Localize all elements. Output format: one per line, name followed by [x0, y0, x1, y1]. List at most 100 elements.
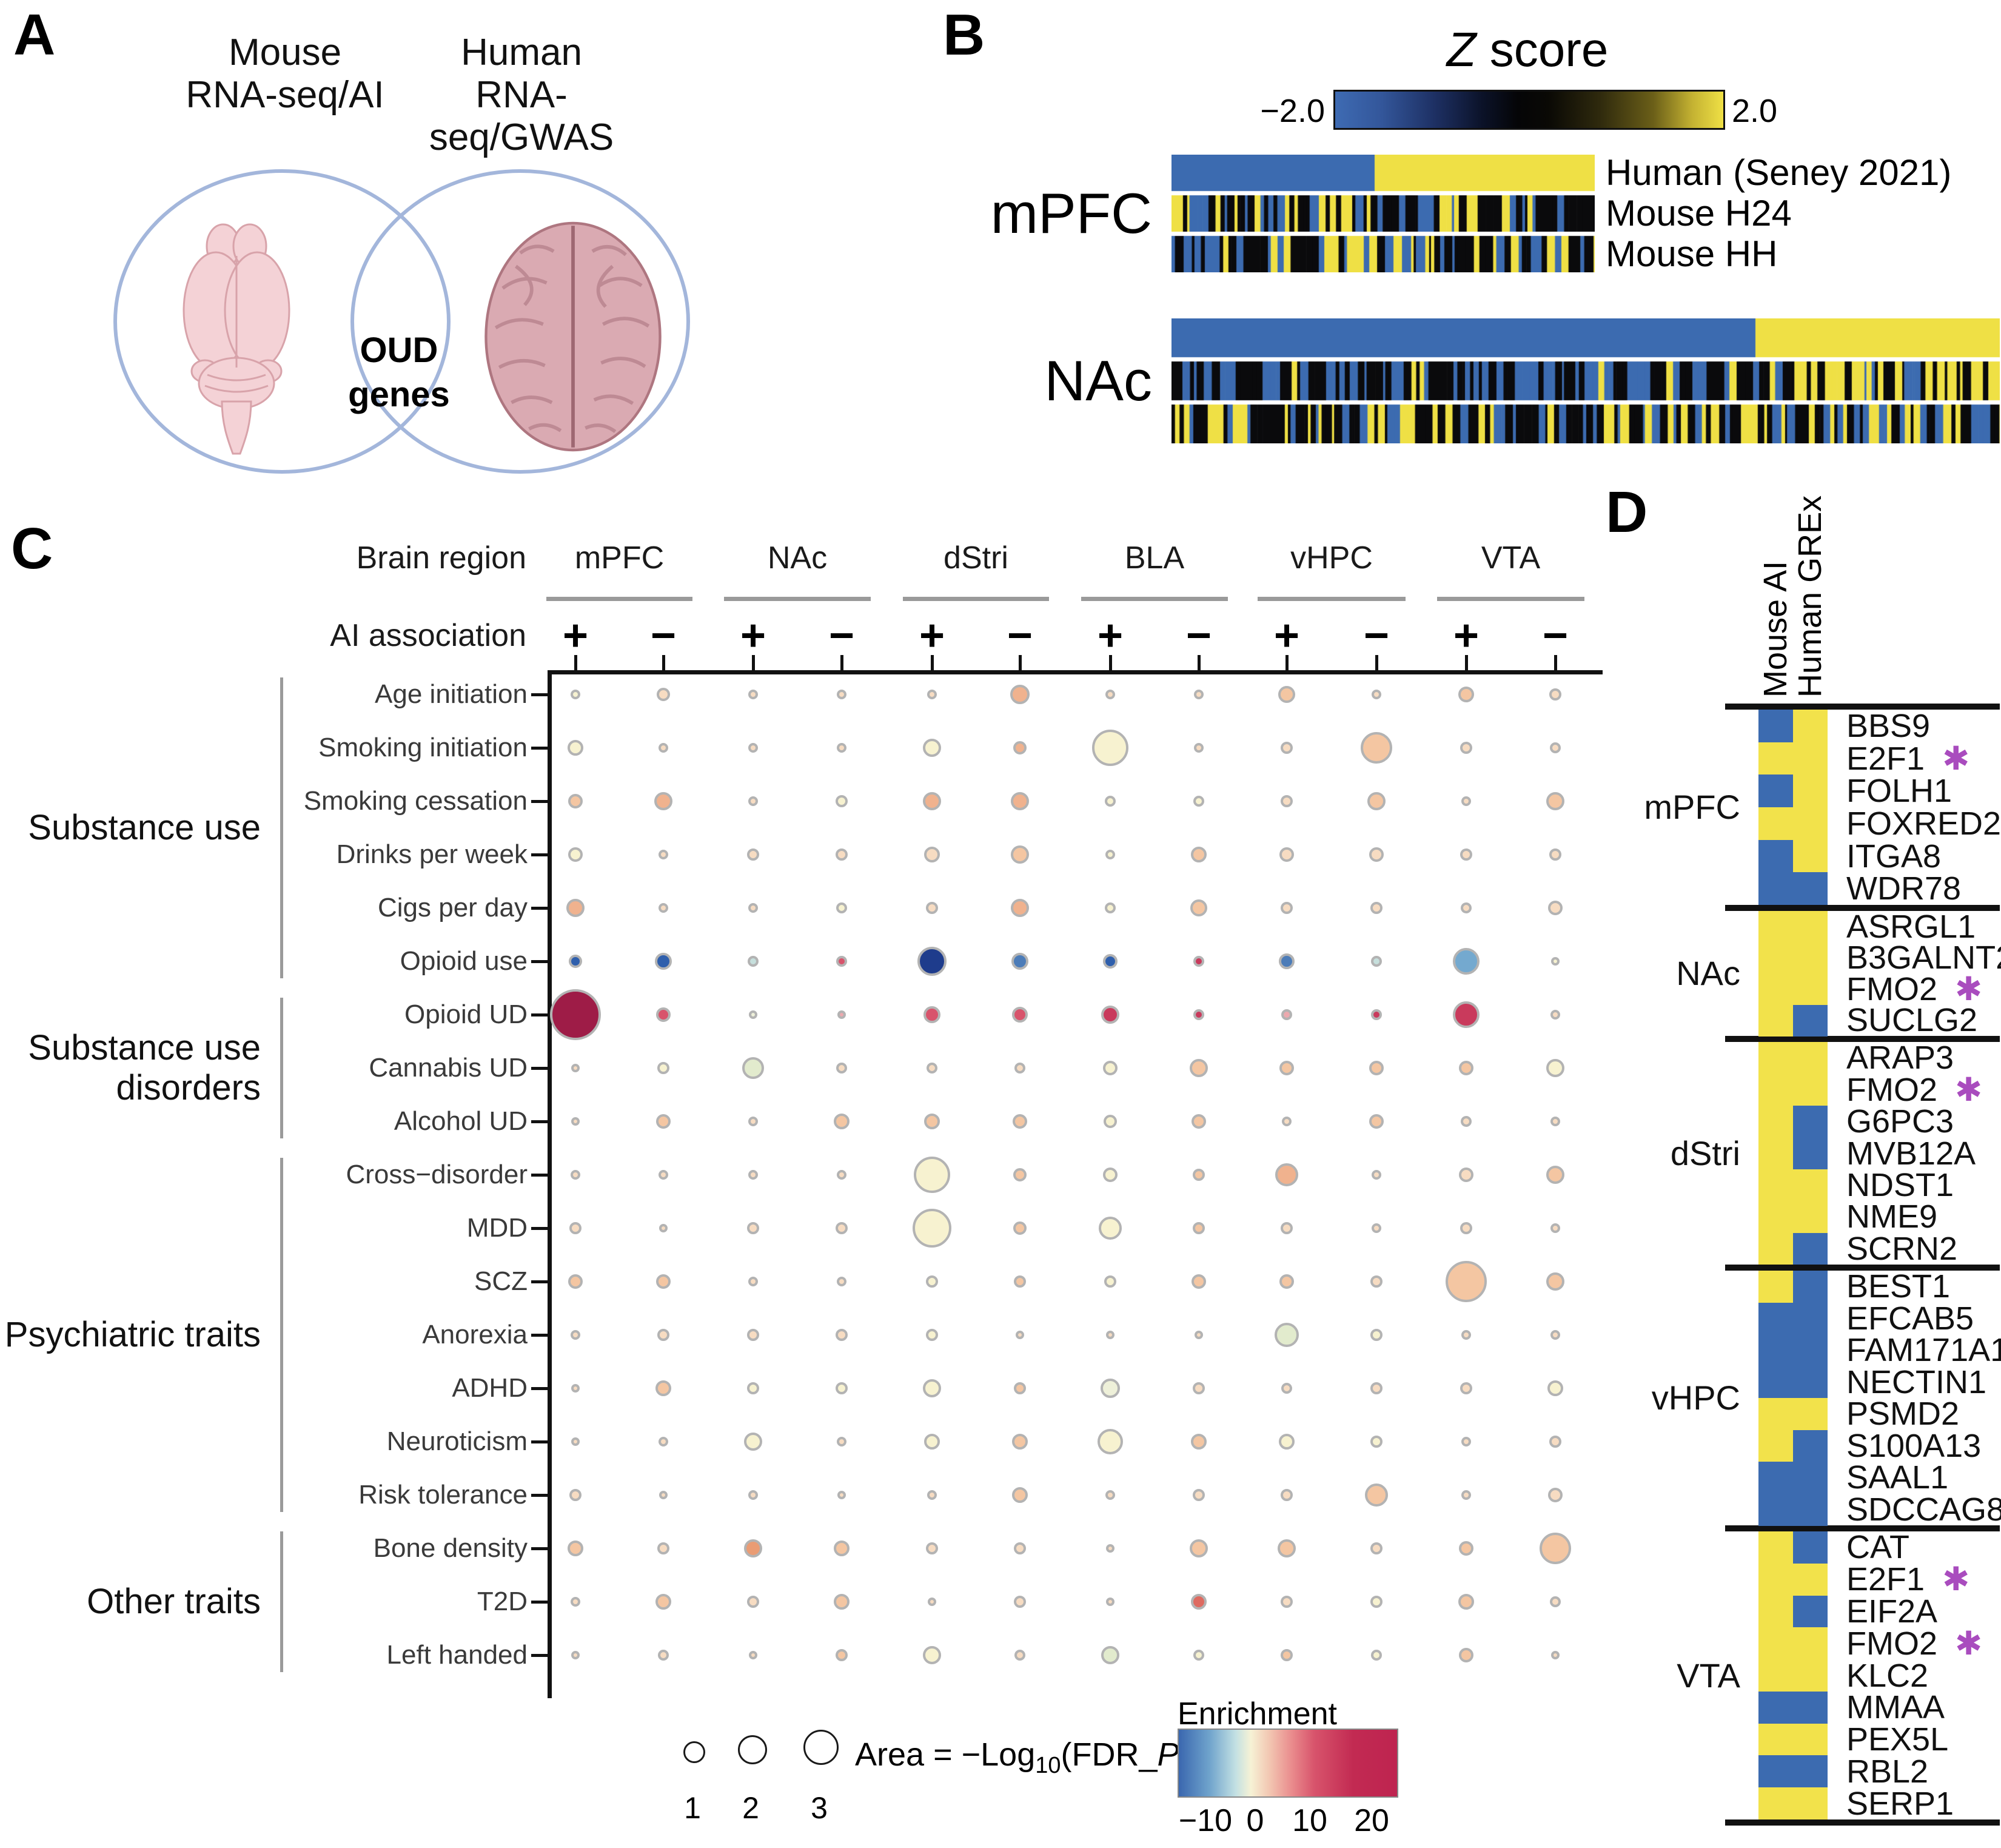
- dot-r17-c11: [1550, 1596, 1561, 1607]
- dot-r13-c11: [1547, 1380, 1563, 1396]
- dot-r2-c6: [1105, 796, 1116, 807]
- dot-r6-c4: [923, 1006, 940, 1023]
- row-label-2: Smoking cessation: [303, 786, 528, 816]
- dot-r11-c8: [1279, 1274, 1294, 1289]
- dot-r12-c6: [1106, 1331, 1114, 1339]
- size-legend-circle-2: [738, 1735, 767, 1764]
- dot-r14-c6: [1098, 1429, 1123, 1454]
- mouse-set-label-line2: RNA-seq/AI: [186, 74, 384, 116]
- cell-humangrex-mPFC-E2F1: [1793, 742, 1828, 775]
- dot-r5-c7: [1193, 956, 1204, 967]
- region-header-NAc: NAc: [767, 540, 828, 576]
- row-label-0: Age initiation: [375, 679, 528, 709]
- dot-r0-c2: [748, 690, 758, 699]
- dot-r9-c1: [659, 1170, 668, 1180]
- cell-humangrex-NAc-SUCLG2: [1793, 1004, 1828, 1037]
- dot-r16-c4: [926, 1542, 938, 1554]
- ai-plus-BLA: +: [1097, 611, 1124, 660]
- dot-r6-c6: [1101, 1006, 1119, 1024]
- region-header-BLA: BLA: [1124, 540, 1185, 576]
- dot-r17-c10: [1458, 1594, 1474, 1610]
- ai-plus-dStri: +: [919, 611, 945, 660]
- dot-r18-c0: [571, 1651, 580, 1659]
- dot-r0-c5: [1010, 685, 1030, 704]
- gene-label-dStri-MVB12A: MVB12A: [1846, 1135, 1976, 1172]
- dot-r14-c9: [1370, 1436, 1383, 1448]
- cell-mouseai-VTA-E2F1: [1758, 1563, 1793, 1596]
- cell-mouseai-mPFC-FOXRED2: [1758, 807, 1793, 841]
- cell-mouseai-NAc-SUCLG2: [1758, 1004, 1793, 1037]
- dot-r11-c3: [837, 1277, 846, 1286]
- cell-humangrex-mPFC-ITGA8: [1793, 839, 1828, 873]
- area-p: P: [1157, 1736, 1179, 1773]
- gene-label-NAc-B3GALNT2: B3GALNT2: [1846, 939, 2001, 976]
- gene-label-VTA-MMAA: MMAA: [1846, 1689, 1945, 1726]
- group-label-2-0: Psychiatric traits: [4, 1315, 261, 1354]
- dot-r14-c10: [1461, 1437, 1471, 1446]
- dot-r12-c10: [1461, 1330, 1471, 1340]
- dot-r5-c0: [569, 955, 582, 968]
- row-label-14: Neuroticism: [386, 1426, 528, 1456]
- y-axis-tick-1: [531, 747, 548, 750]
- cell-mouseai-VTA-FMO2: [1758, 1627, 1793, 1660]
- human-brain-illustration: [484, 221, 662, 452]
- cell-mouseai-VTA-RBL2: [1758, 1755, 1793, 1788]
- dot-r13-c5: [1014, 1382, 1026, 1394]
- row-label-6: Opioid UD: [404, 1000, 528, 1029]
- dot-r0-c9: [1372, 690, 1381, 699]
- dot-r9-c3: [837, 1170, 846, 1180]
- dot-r1-c11: [1550, 742, 1561, 753]
- dot-r7-c4: [927, 1063, 937, 1074]
- cell-humangrex-dStri-MVB12A: [1793, 1137, 1828, 1170]
- dot-r18-c11: [1551, 1651, 1560, 1659]
- table-separator-2: [1725, 1036, 2000, 1042]
- dot-r14-c1: [659, 1437, 668, 1446]
- cell-humangrex-VTA-EIF2A: [1793, 1595, 1828, 1628]
- dot-r6-c7: [1193, 1009, 1204, 1020]
- region-label-mpfc: mPFC: [990, 181, 1152, 245]
- dot-r12-c1: [657, 1329, 669, 1341]
- column-header-mouse-ai: Mouse AI: [1757, 560, 1794, 697]
- dot-r17-c0: [571, 1597, 580, 1607]
- cell-humangrex-vHPC-FAM171A1: [1793, 1334, 1828, 1366]
- gene-label-mPFC-WDR78: WDR78: [1846, 870, 1962, 907]
- dot-r10-c3: [836, 1222, 848, 1234]
- area-mid: (FDR_: [1061, 1736, 1158, 1773]
- dot-r2-c3: [836, 795, 848, 807]
- dot-r8-c0: [571, 1117, 580, 1126]
- dot-r14-c5: [1012, 1434, 1028, 1450]
- cell-mouseai-VTA-CAT: [1758, 1531, 1793, 1564]
- dot-r4-c2: [748, 903, 758, 913]
- dot-r2-c7: [1193, 796, 1204, 807]
- dot-r6-c9: [1371, 1009, 1382, 1020]
- group-label-1-1: disorders: [116, 1068, 261, 1107]
- dot-r2-c1: [654, 792, 672, 810]
- dot-r10-c2: [747, 1222, 759, 1234]
- dot-r15-c1: [659, 1491, 668, 1499]
- gene-label-VTA-SERP1: SERP1: [1846, 1785, 1954, 1822]
- x-axis-tick-4: [931, 655, 934, 670]
- cell-humangrex-mPFC-WDR78: [1793, 872, 1828, 906]
- group-bracket-1: [280, 998, 283, 1138]
- dot-r16-c6: [1106, 1544, 1114, 1553]
- dot-r6-c0: [550, 989, 601, 1040]
- dot-r15-c11: [1548, 1488, 1563, 1502]
- dot-r14-c7: [1191, 1434, 1207, 1450]
- dot-r9-c4: [914, 1157, 950, 1193]
- dot-r4-c6: [1105, 902, 1116, 913]
- gene-label-VTA-KLC2: KLC2: [1846, 1657, 1929, 1694]
- dot-r16-c5: [1014, 1542, 1026, 1554]
- gene-label-dStri-NME9: NME9: [1846, 1198, 1938, 1235]
- dot-r15-c7: [1193, 1489, 1205, 1501]
- dot-r13-c9: [1370, 1382, 1383, 1394]
- dot-r11-c11: [1546, 1272, 1564, 1291]
- ai-plus-vHPC: +: [1273, 611, 1300, 660]
- dot-r15-c5: [1012, 1487, 1028, 1503]
- dot-r4-c7: [1190, 899, 1207, 916]
- enrichment-tick-3: 20: [1354, 1803, 1389, 1838]
- dot-r6-c11: [1550, 1010, 1560, 1020]
- cell-mouseai-vHPC-SAAL1: [1758, 1462, 1793, 1494]
- dot-r9-c10: [1459, 1168, 1473, 1182]
- dot-r13-c1: [655, 1380, 671, 1396]
- dot-r10-c7: [1193, 1222, 1205, 1234]
